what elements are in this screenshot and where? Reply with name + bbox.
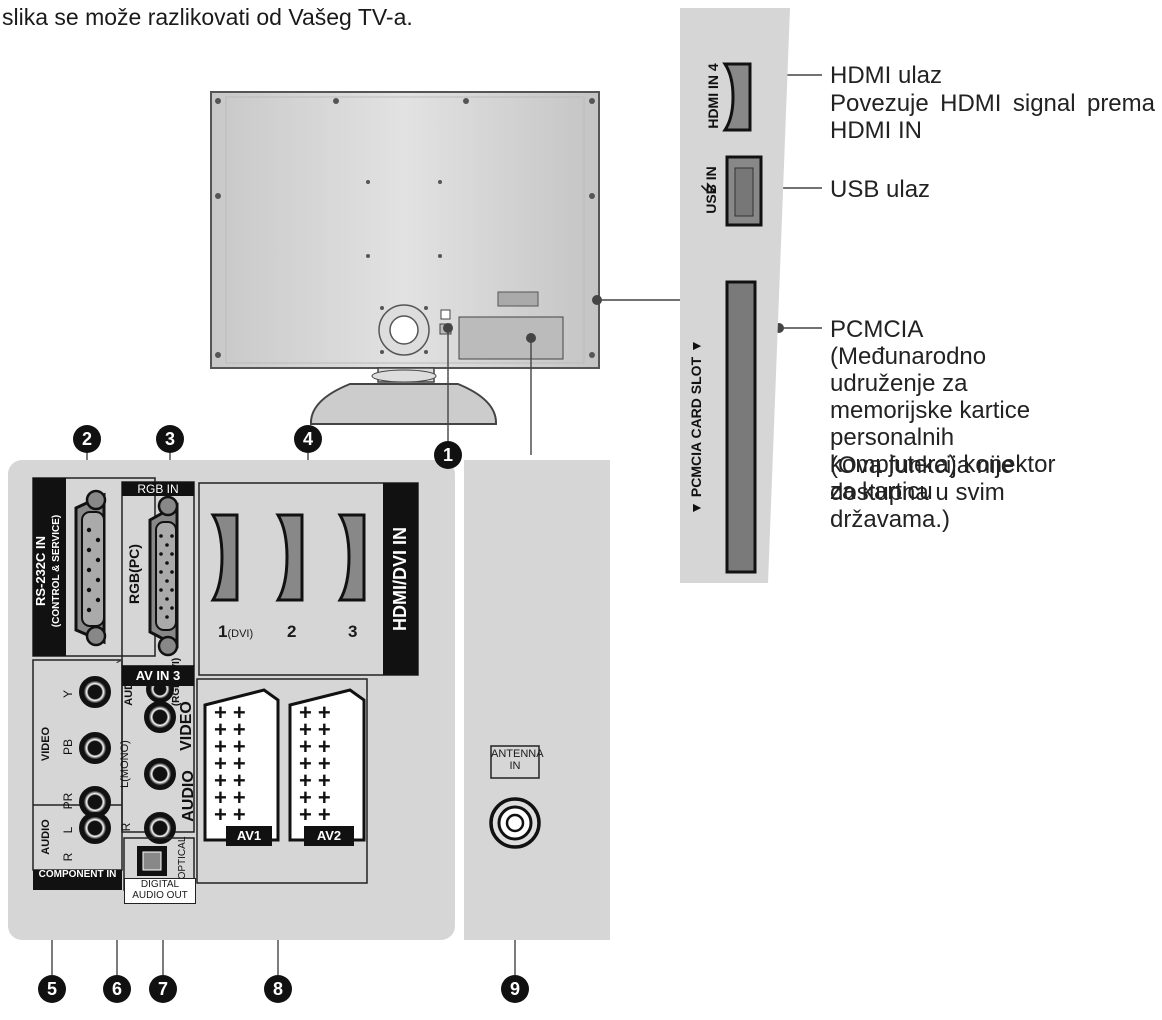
antenna-label: ANTENNA IN [491,748,544,772]
marker-7: 7 [149,975,177,1003]
component-in-label: COMPONENT IN [38,869,117,880]
pcmcia-callout-desc: PCMCIA (Međunarodno udruženje za memorij… [830,316,1056,505]
component-l-label: L [61,826,75,834]
hdmi-ports [210,513,366,602]
component-video-label: VIDEO [40,726,52,762]
rs232-port [74,489,107,647]
intro-text: slika se može razlikovati od Vašeg TV-a. [2,4,413,30]
marker-5: 5 [38,975,66,1003]
usb-icon: ⭍ [701,181,718,195]
scart-ports [203,688,366,842]
rgb-port [148,495,179,657]
hdmi-callout-desc: Povezuje HDMI signal prema HDMI IN [830,90,1155,144]
marker-4: 4 [294,425,322,453]
av1-label: AV1 [236,828,262,843]
scart-av2-pins: ++++++++++++++ [299,700,337,827]
component-y-label: Y [61,690,75,699]
hdmi-port-2-label: 2 [287,622,297,641]
hdmi-dvi-label: HDMI/DVI IN [390,527,410,632]
marker-9: 9 [501,975,529,1003]
component-r-label: R [61,852,75,862]
pcmcia-slot-label: ▼ PCMCIA CARD SLOT ▼ [688,339,704,515]
av-in3-video-label: VIDEO [178,701,195,751]
usb-callout-title: USB ulaz [830,176,931,203]
av-in3-audio-label: AUDIO [180,770,197,822]
component-audio-label: AUDIO [40,819,52,855]
av-in3-lmono-label: L(MONO) [119,740,131,788]
scart-av1-pins: ++++++++++++++ [214,700,252,827]
component-pb-label: PB [61,739,75,756]
tv-back-illustration [210,91,600,425]
rgb-in-label: RGB IN [137,482,179,496]
component-pr-label: PR [61,792,75,810]
marker-2: 2 [73,425,101,453]
hdmi-callout-title: HDMI ulaz [830,62,943,89]
digital-audio-out-label: DIGITAL AUDIO OUT [124,878,196,904]
av-in3-jacks [144,701,176,844]
rgb-pc-label: RGB(PC) [126,544,142,604]
antenna-panel-background [464,460,610,940]
pcmcia-callout-note: (Ova funkcija nije dostupna u svim držav… [830,452,1015,533]
av2-label: AV2 [316,828,342,843]
hdmi-port-3-label: 3 [348,622,358,641]
av-in3-label: AV IN 3 [135,668,181,683]
marker-6: 6 [103,975,131,1003]
component-jacks [79,676,111,818]
marker-1: 1 [434,441,462,469]
hdmi-port-1-label: 1(DVI) [218,622,254,641]
marker-8: 8 [264,975,292,1003]
side-panel [680,8,790,583]
rs232-label: RS-232C IN(CONTROL & SERVICE) [33,514,62,628]
av-in3-r-label: R [119,822,133,832]
marker-3: 3 [156,425,184,453]
